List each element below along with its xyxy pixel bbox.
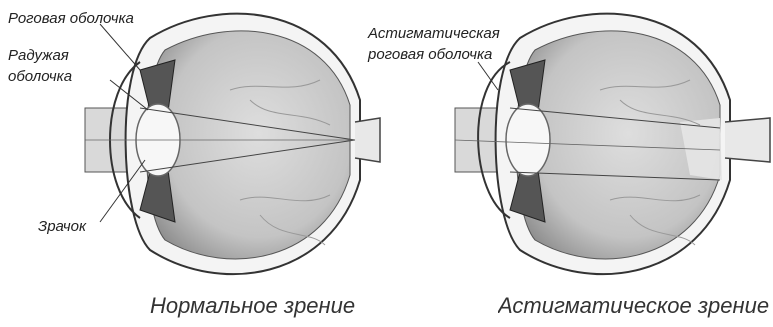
label-iris-line1: Радужая [8, 47, 69, 65]
label-astig-cornea-line2: роговая оболочка [368, 46, 492, 64]
normal-eye [85, 14, 380, 274]
caption-normal: Нормальное зрение [150, 293, 355, 319]
label-pupil: Зрачок [38, 218, 86, 236]
astigmatic-eye [455, 14, 770, 274]
label-astig-cornea-line1: Астигматическая [368, 25, 500, 43]
label-cornea: Роговая оболочка [8, 10, 134, 28]
lens [506, 104, 550, 176]
label-iris-line2: оболочка [8, 68, 72, 86]
optic-nerve [355, 118, 380, 162]
caption-astigmatic: Астигматическое зрение [498, 293, 769, 319]
optic-nerve [725, 118, 770, 162]
